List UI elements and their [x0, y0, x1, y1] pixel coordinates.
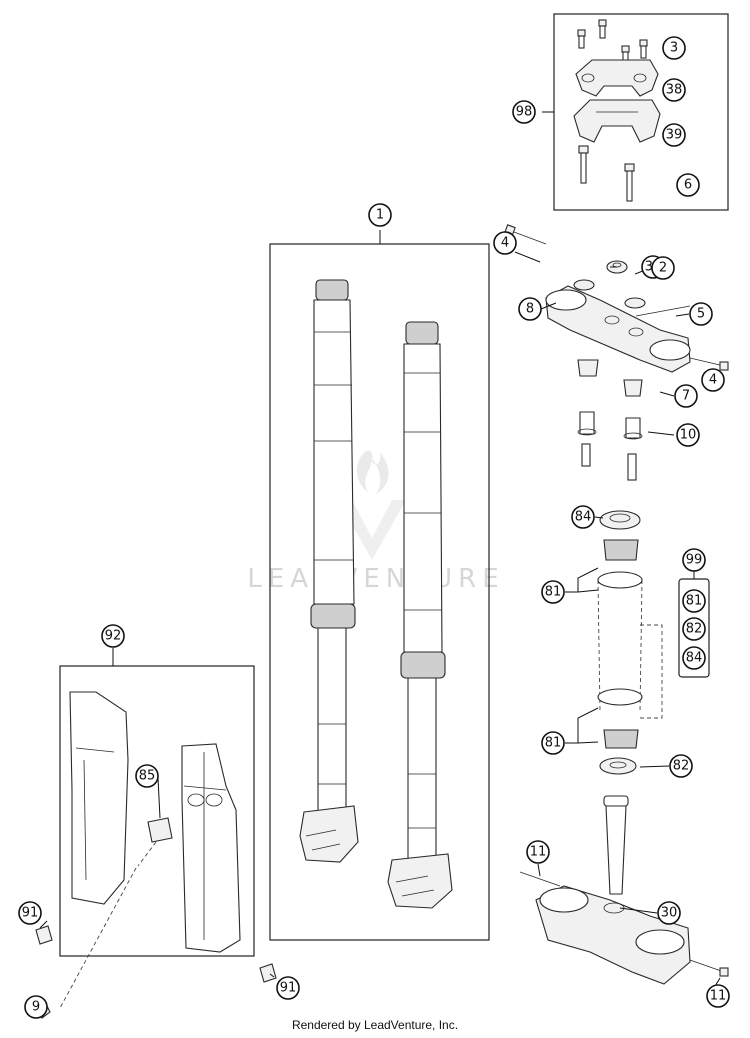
svg-text:82: 82 — [673, 759, 690, 774]
svg-text:92: 92 — [105, 629, 122, 644]
svg-text:7: 7 — [682, 389, 690, 404]
clamp-bolt-2 — [598, 19, 607, 39]
top-cap-right — [624, 297, 646, 309]
callout-91-left: 91 — [18, 901, 42, 925]
right-fork-leg — [387, 321, 453, 909]
svg-text:84: 84 — [575, 510, 592, 525]
right-fork-guard — [181, 743, 241, 953]
svg-text:91: 91 — [22, 906, 39, 921]
callout-82-kit: 82 — [682, 617, 706, 641]
svg-text:84: 84 — [686, 651, 703, 666]
svg-text:39: 39 — [666, 128, 683, 143]
svg-text:4: 4 — [709, 373, 717, 388]
callout-10: 10 — [676, 423, 700, 447]
callout-39: 39 — [662, 123, 686, 147]
svg-text:98: 98 — [516, 105, 533, 120]
svg-text:1: 1 — [376, 208, 384, 223]
svg-text:82: 82 — [686, 622, 703, 637]
footer-credit: Rendered by LeadVenture, Inc. — [291, 1018, 459, 1032]
upper-triple-clamp-parts — [504, 224, 729, 481]
pin-right — [627, 453, 637, 481]
callout-92: 92 — [101, 624, 125, 648]
guard-screw-left — [35, 925, 53, 945]
handlebar-clamp-kit-parts — [573, 19, 661, 202]
damper-left — [579, 411, 595, 435]
dust-seal-bottom — [599, 757, 637, 775]
callout-91-right: 91 — [276, 976, 300, 1000]
bushing-left — [577, 359, 599, 377]
fork-guard-parts — [35, 691, 277, 1019]
clamp-long-bolt-2 — [624, 163, 635, 202]
callout-11-top: 11 — [526, 840, 550, 864]
bearing-race-top — [597, 571, 643, 589]
lower-triple-clamp-parts — [519, 795, 729, 985]
svg-text:99: 99 — [686, 553, 703, 568]
left-fork-guard — [69, 691, 129, 905]
steering-stem — [605, 805, 627, 895]
callout-82-bottom: 82 — [669, 754, 693, 778]
lower-handlebar-clamp — [573, 99, 661, 143]
bushing-right — [623, 379, 643, 397]
svg-text:10: 10 — [680, 428, 697, 443]
upper-handlebar-clamp — [575, 59, 659, 97]
svg-text:81: 81 — [686, 594, 703, 609]
svg-text:30: 30 — [661, 906, 678, 921]
callout-99: 99 — [682, 548, 706, 572]
callout-5: 5 — [689, 302, 713, 326]
callout-11-bottom: 11 — [706, 984, 730, 1008]
svg-text:85: 85 — [139, 769, 156, 784]
svg-text:6: 6 — [684, 178, 692, 193]
clamp-long-bolt-1 — [578, 145, 589, 184]
svg-text:11: 11 — [530, 845, 547, 860]
svg-text:5: 5 — [697, 307, 705, 322]
callout-9: 9 — [24, 995, 48, 1019]
callout-3: 3 — [662, 36, 686, 60]
callout-98: 98 — [512, 100, 536, 124]
clamp-bolt-4 — [639, 39, 648, 59]
svg-text:11: 11 — [710, 989, 727, 1004]
svg-text:9: 9 — [32, 1000, 40, 1015]
dust-seal-top — [599, 510, 641, 530]
svg-text:2: 2 — [659, 261, 667, 276]
watermark-logo — [338, 450, 406, 560]
watermark-text: LEADVENTURE — [247, 564, 504, 594]
svg-text:4: 4 — [501, 236, 509, 251]
callout-4-bottom: 4 — [701, 368, 725, 392]
callout-8: 8 — [518, 297, 542, 321]
callout-81-top: 81 — [541, 580, 565, 604]
svg-text:38: 38 — [666, 83, 683, 98]
steering-head-parts — [597, 510, 663, 775]
callout-7: 7 — [674, 384, 698, 408]
callout-84-kit: 84 — [682, 646, 706, 670]
top-cap-left — [573, 279, 595, 291]
damper-right — [625, 417, 641, 439]
guard-screw-right — [259, 963, 277, 983]
bearing-race-bottom — [597, 688, 643, 706]
callout-6: 6 — [676, 173, 700, 197]
callout-4-top: 4 — [493, 231, 517, 255]
callout-38: 38 — [662, 78, 686, 102]
svg-text:81: 81 — [545, 585, 562, 600]
fork-guard-kit-frame — [59, 665, 255, 957]
callout-30: 30 — [657, 901, 681, 925]
left-fork-leg — [299, 279, 359, 863]
callout-84-top: 84 — [571, 505, 595, 529]
callout-81-bottom: 81 — [541, 731, 565, 755]
clamp-bolt-1 — [577, 29, 586, 49]
taper-bearing-top — [603, 539, 639, 561]
callout-81-kit: 81 — [682, 589, 706, 613]
svg-text:81: 81 — [545, 736, 562, 751]
callout-1: 1 — [368, 203, 392, 227]
pin-left — [581, 443, 591, 467]
callout-2-label: 2 — [651, 256, 675, 280]
svg-text:8: 8 — [526, 302, 534, 317]
svg-text:3: 3 — [670, 41, 678, 56]
guard-clip — [147, 817, 173, 843]
svg-text:91: 91 — [280, 981, 297, 996]
taper-bearing-bottom — [603, 729, 639, 749]
callout-85: 85 — [135, 764, 159, 788]
